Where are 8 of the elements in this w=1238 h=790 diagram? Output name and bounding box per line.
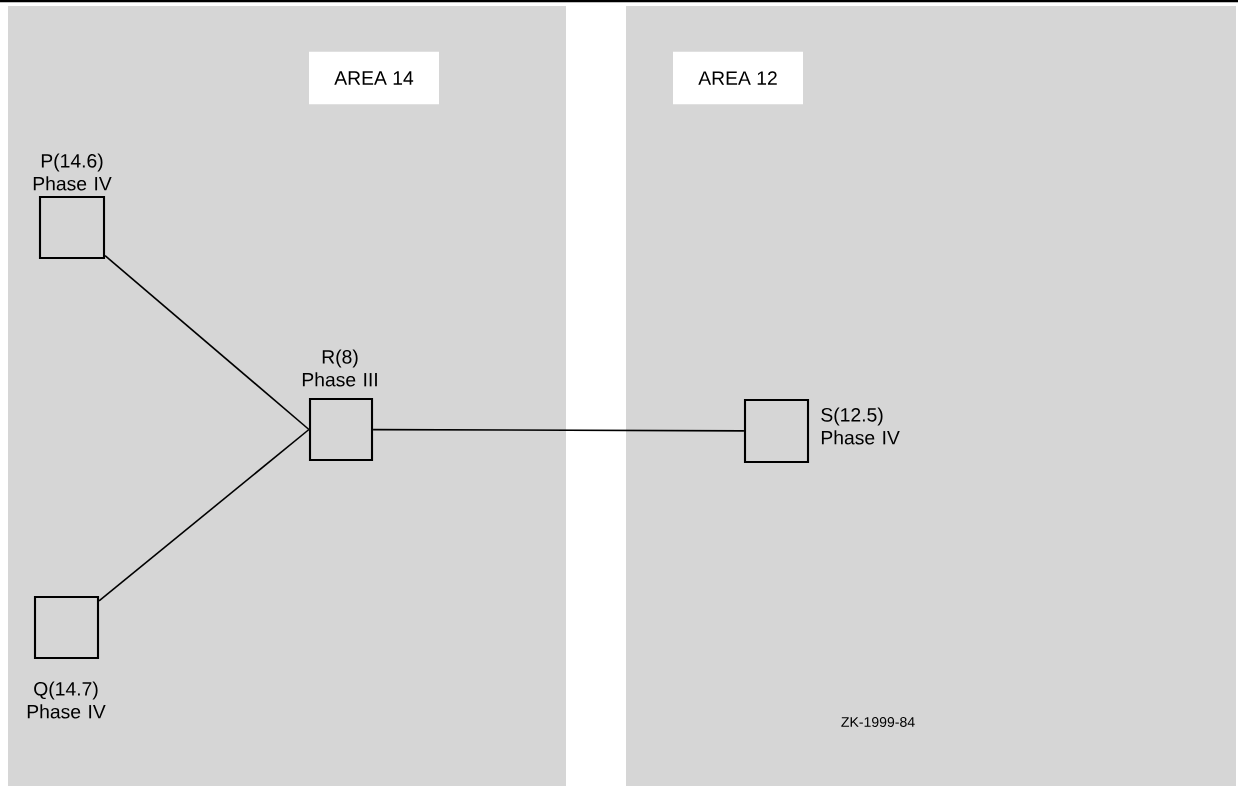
node-label: P(14.6) Phase IV: [33, 153, 112, 191]
connector-line: [104, 254, 310, 431]
node-label: S(12.5) Phase IV: [821, 407, 900, 445]
connector-line: [372, 428, 745, 432]
connector-line: [98, 428, 310, 602]
node-label: Q(14.7) Phase IV: [27, 681, 106, 719]
figure-code: ZK-1999-84: [841, 717, 915, 727]
node-label: R(8) Phase III: [302, 349, 377, 387]
